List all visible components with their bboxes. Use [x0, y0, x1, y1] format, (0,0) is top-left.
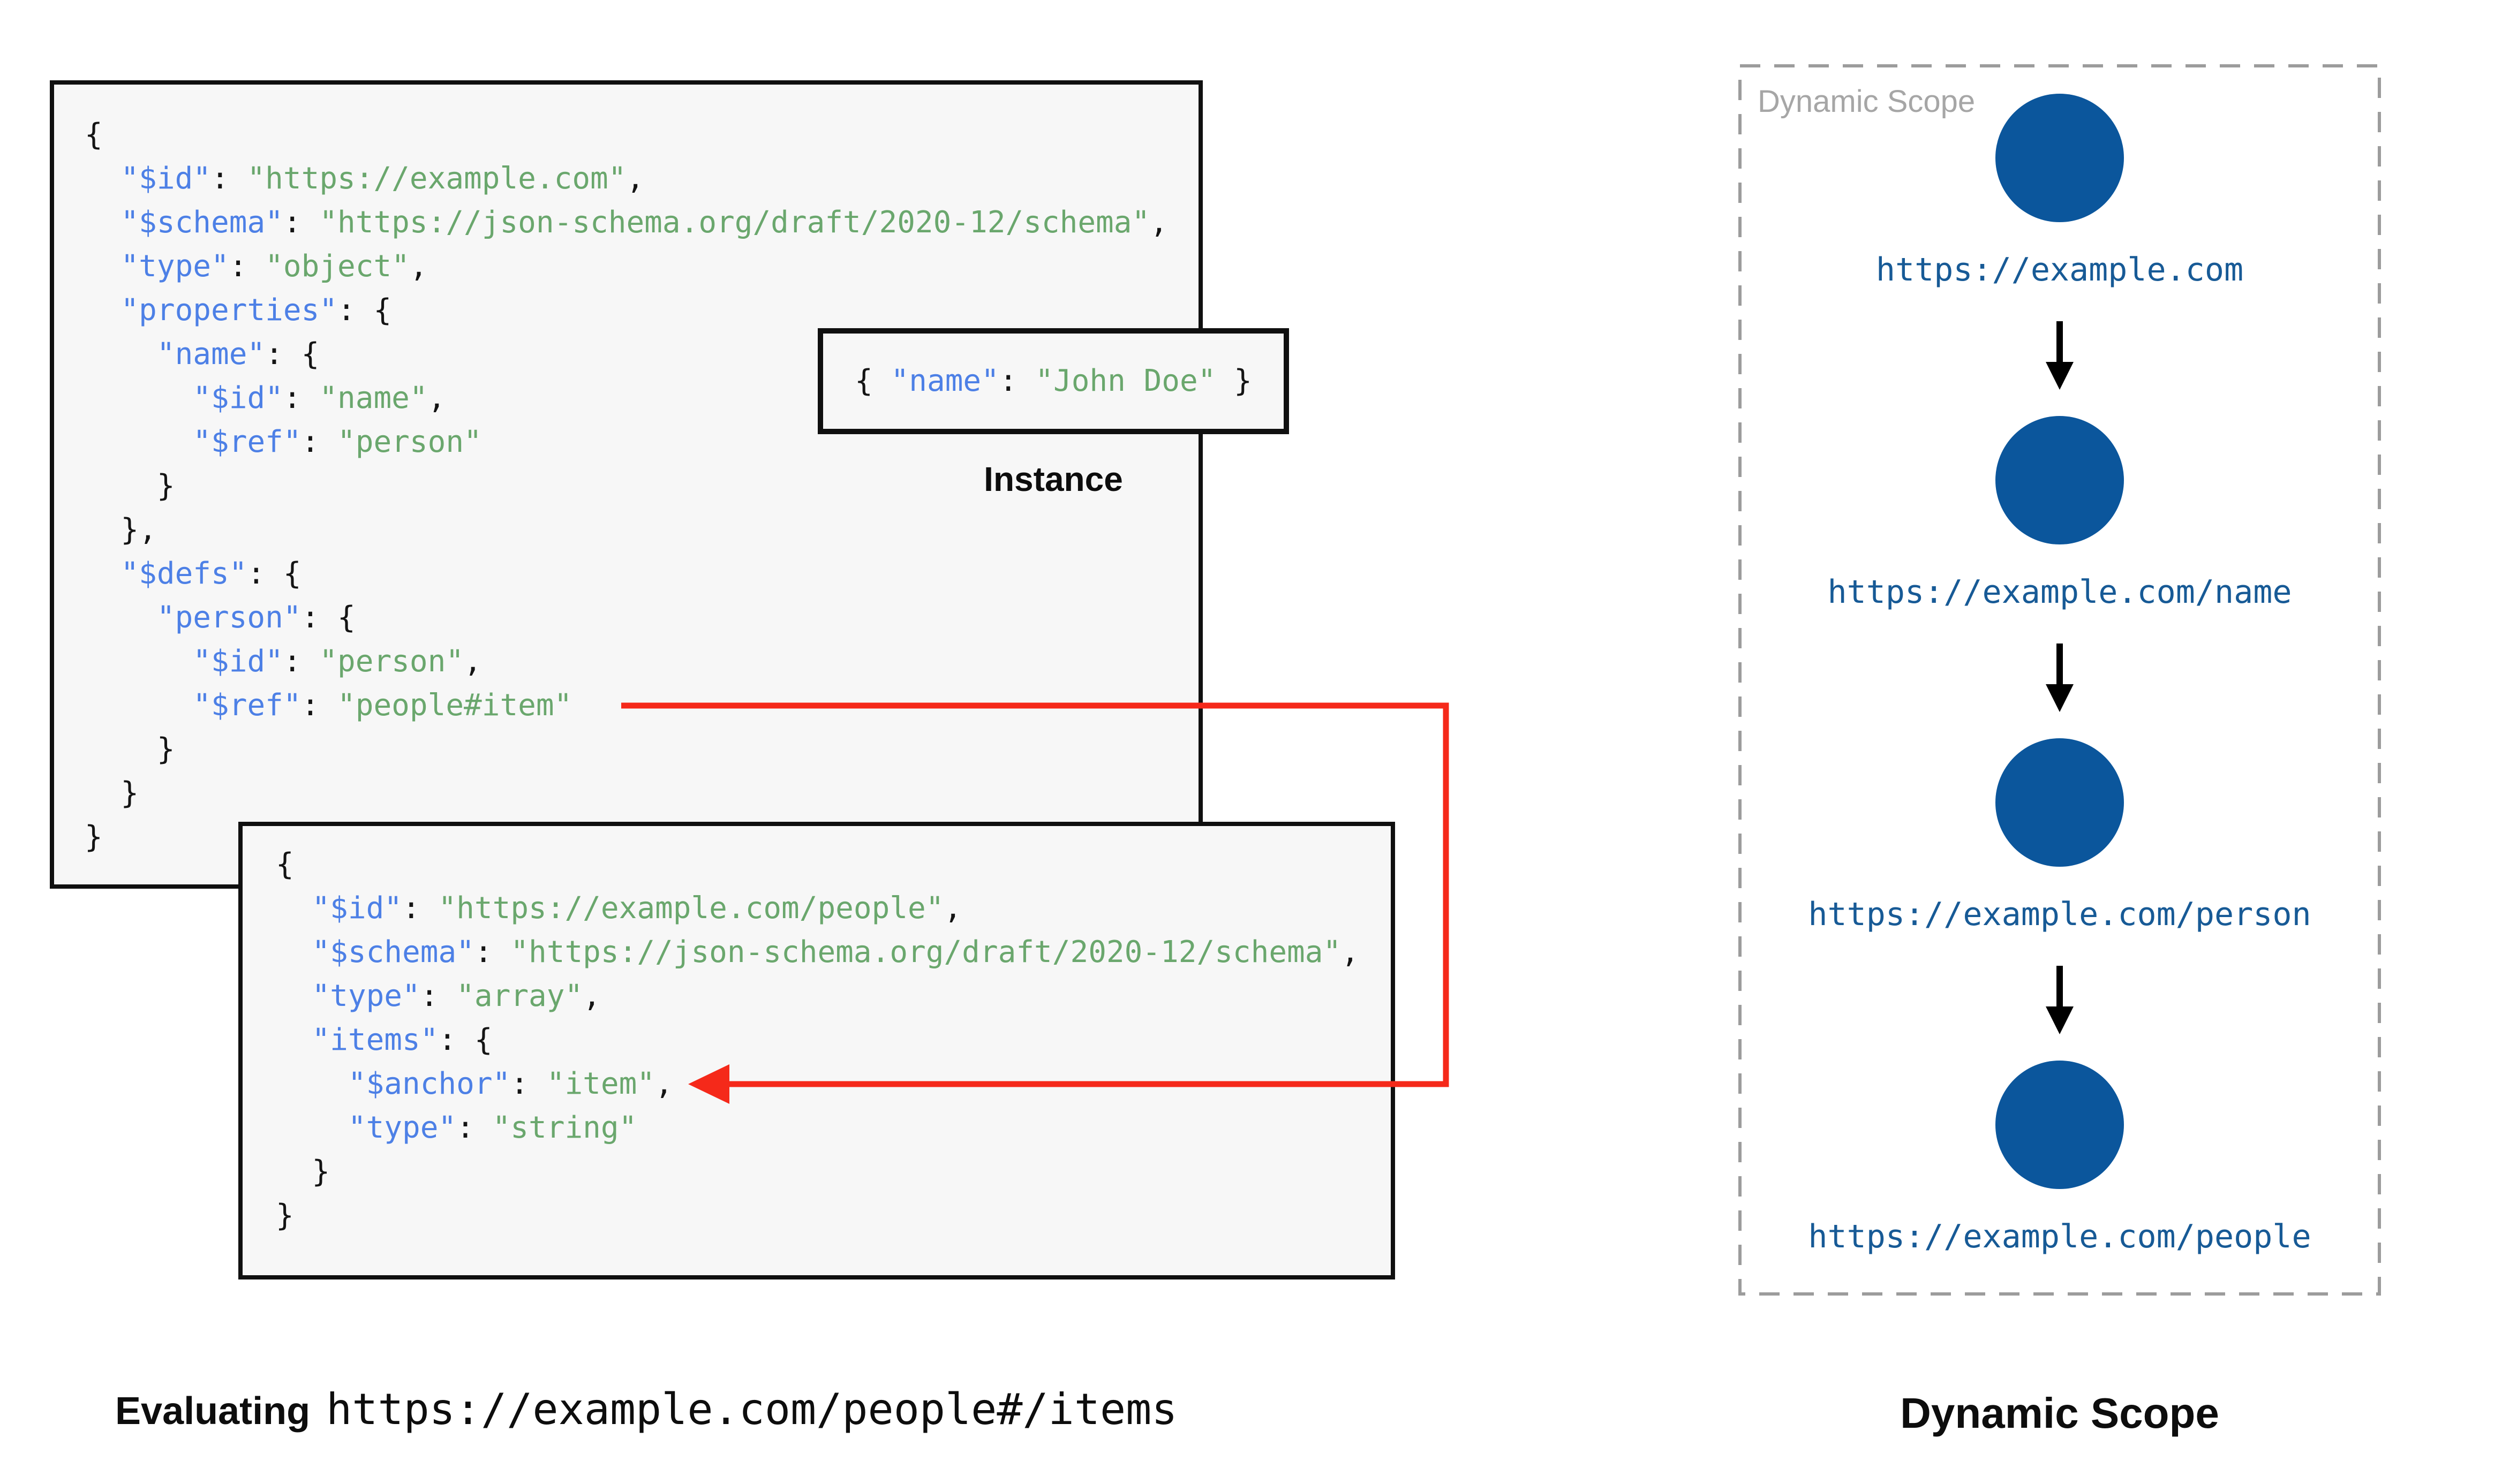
- scope-node-circle-4: [1995, 1061, 2124, 1189]
- instance-label: Instance: [984, 460, 1123, 498]
- scope-node-circle-2: [1995, 416, 2124, 544]
- scope-node-circle-1: [1995, 94, 2124, 222]
- evaluating-label: Evaluating: [115, 1390, 311, 1433]
- down-arrow-icon: [2046, 643, 2074, 712]
- scope-node-label-3: https://example.com/person: [1808, 896, 2311, 933]
- dynamic-scope-watermark: Dynamic Scope: [1758, 84, 1976, 119]
- scope-node-label-1: https://example.com: [1875, 251, 2244, 289]
- scope-node-circle-3: [1995, 738, 2124, 867]
- scope-node-label-4: https://example.com/people: [1808, 1218, 2311, 1255]
- dynamic-scope-caption: Dynamic Scope: [1900, 1389, 2219, 1437]
- dynamic-scope-panel: Dynamic Scope https://example.com https:…: [1738, 64, 2381, 1296]
- instance-code: { "name": "John Doe" }: [855, 364, 1252, 398]
- people-schema-code-block: { "$id": "https://example.com/people", "…: [238, 822, 1395, 1279]
- down-arrow-icon: [2046, 321, 2074, 390]
- root-schema-code: { "$id": "https://example.com", "$schema…: [85, 117, 1168, 854]
- instance-box: { "name": "John Doe" }: [818, 328, 1289, 434]
- evaluating-line: Evaluating https://example.com/people#/i…: [115, 1384, 1178, 1434]
- evaluating-uri: https://example.com/people#/items: [326, 1384, 1178, 1434]
- people-schema-code: { "$id": "https://example.com/people", "…: [276, 847, 1359, 1233]
- scope-node-label-2: https://example.com/name: [1827, 573, 2292, 611]
- down-arrow-icon: [2046, 966, 2074, 1034]
- dashed-border: [1738, 64, 2381, 1296]
